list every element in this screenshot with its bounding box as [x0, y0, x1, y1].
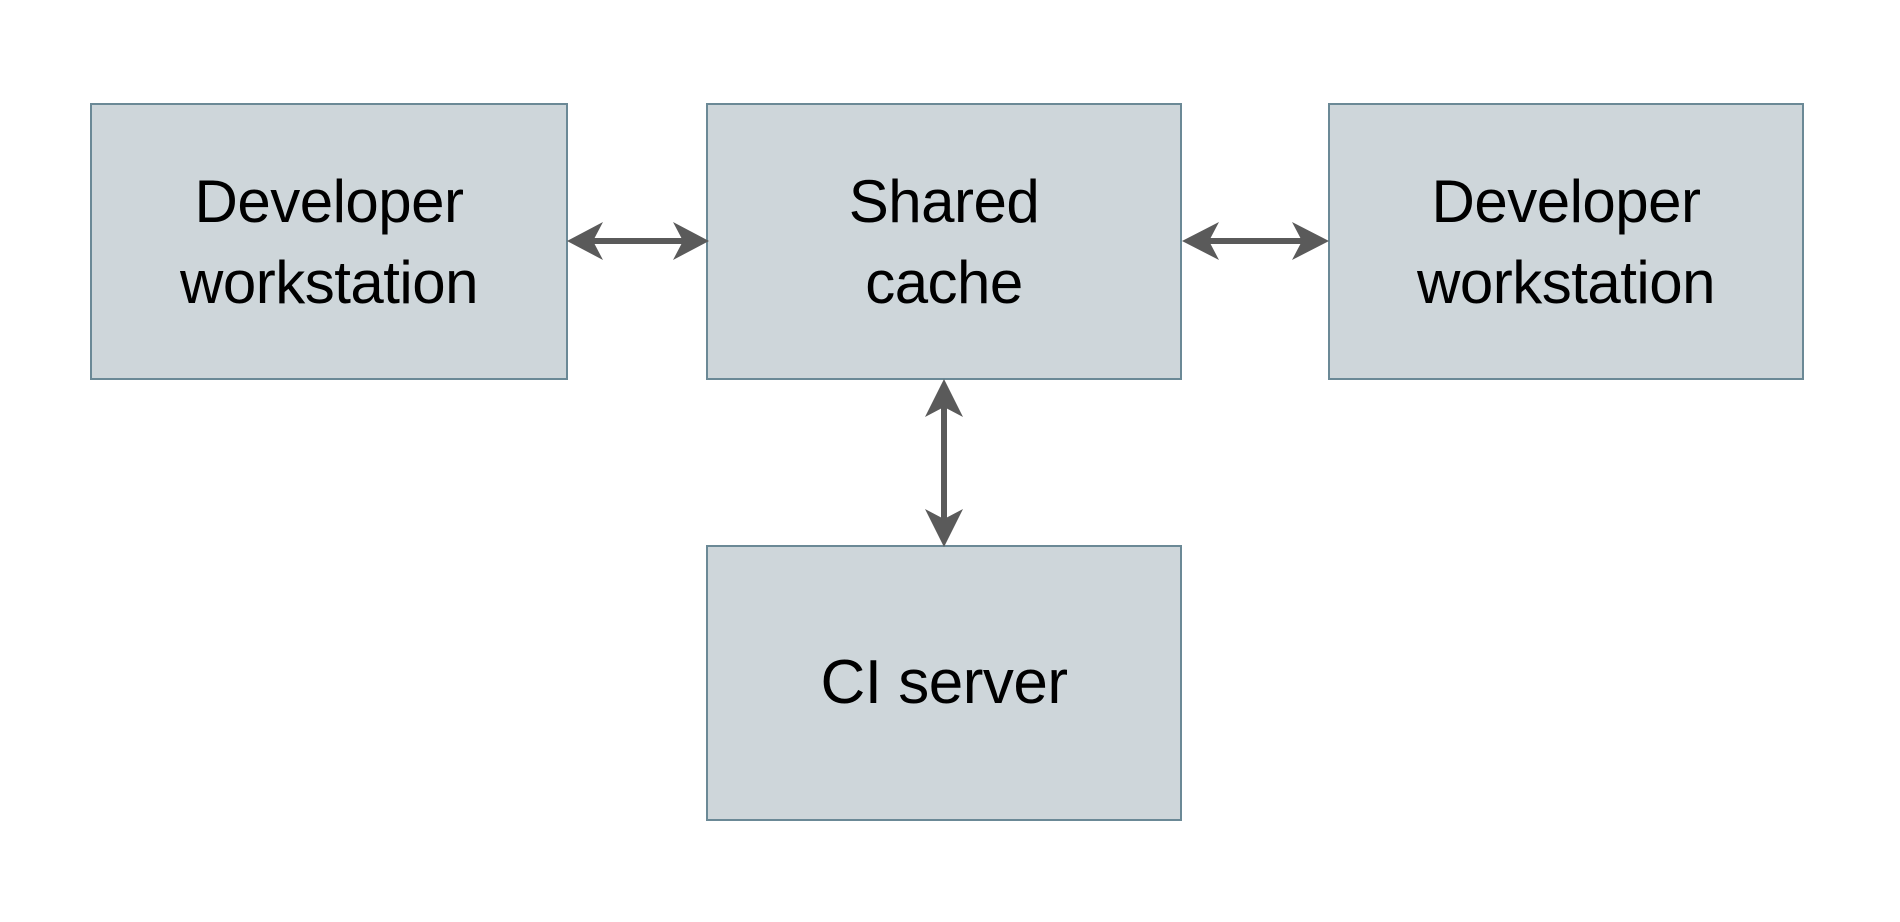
- node-label-developer-workstation-left: Developer workstation: [180, 167, 478, 316]
- double-arrow-horizontal-icon: [1182, 222, 1329, 260]
- double-arrow-vertical-icon: [925, 379, 963, 547]
- node-label-developer-workstation-right: Developer workstation: [1417, 167, 1715, 316]
- node-label-ci-server: CI server: [820, 648, 1068, 718]
- node-shared-cache[interactable]: Shared cache: [706, 103, 1182, 380]
- edge-shared-cache-to-developer-workstation-right: [1177, 200, 1334, 282]
- node-label-shared-cache: Shared cache: [848, 167, 1040, 316]
- edge-shared-cache-to-ci-server: [903, 375, 985, 551]
- edge-developer-workstation-left-to-shared-cache: [563, 200, 713, 282]
- node-developer-workstation-left[interactable]: Developer workstation: [90, 103, 568, 380]
- node-developer-workstation-right[interactable]: Developer workstation: [1328, 103, 1804, 380]
- node-ci-server[interactable]: CI server: [706, 545, 1182, 821]
- double-arrow-horizontal-icon: [567, 222, 709, 260]
